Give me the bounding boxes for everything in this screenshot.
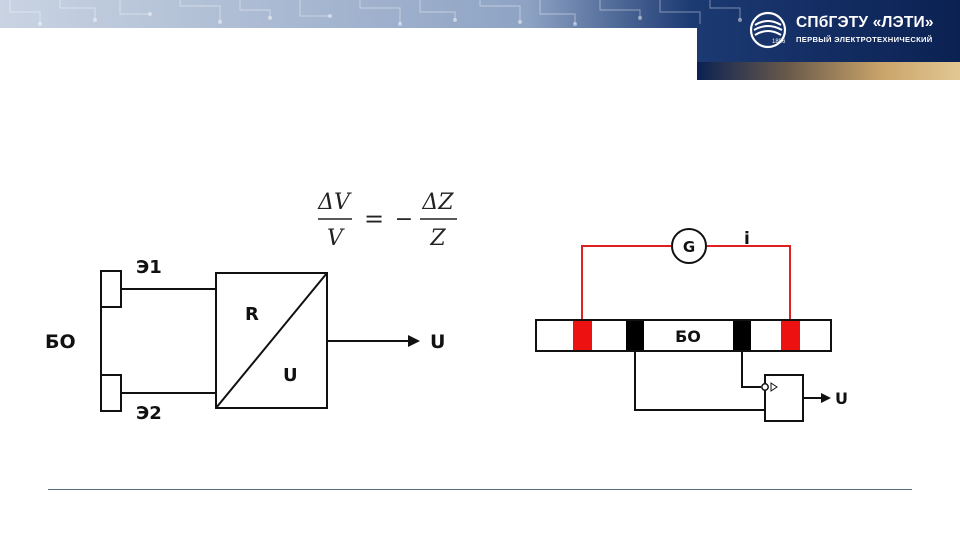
inverting-input-icon: [761, 383, 769, 391]
current-wire-left: [581, 245, 671, 320]
measure-wire-left: [634, 351, 765, 411]
title-card: [0, 28, 697, 80]
electrode-1: [100, 270, 122, 308]
formula-right-denominator: Z: [429, 226, 446, 251]
formula-right-numerator: ΔZ: [421, 190, 454, 215]
header-banner: 1886 СПбГЭТУ «ЛЭТИ» ПЕРВЫЙ ЭЛЕКТРОТЕХНИЧ…: [0, 0, 960, 80]
electrode-1-label: Э1: [136, 257, 162, 278]
output-u-label: U: [430, 331, 445, 353]
converter-r-label: R: [245, 304, 259, 325]
leti-emblem-icon: 1886: [749, 11, 787, 49]
right-tetrapolar-diagram: G i БО U: [535, 228, 848, 422]
generator-icon: [671, 228, 707, 264]
generator-label: G: [683, 238, 695, 256]
formula-equals: =: [364, 205, 384, 233]
bottom-divider: [48, 489, 912, 490]
object-label: БО: [45, 331, 76, 353]
current-wire-right: [707, 245, 791, 320]
amplifier-triangle-icon: [770, 382, 778, 392]
amplifier-output-label: U: [835, 389, 848, 408]
formula-left-denominator: V: [327, 226, 345, 251]
converter-u-label: U: [283, 365, 298, 386]
measure-wire-right: [741, 351, 761, 388]
electrode-2-label: Э2: [136, 403, 162, 424]
logo-year: 1886: [772, 39, 786, 45]
electrode-2: [100, 374, 122, 412]
university-subtitle: ПЕРВЫЙ ЭЛЕКТРОТЕХНИЧЕСКИЙ: [796, 35, 933, 44]
formula: ΔV V = − ΔZ Z: [314, 183, 464, 255]
amplifier-output-arrow-icon: [821, 393, 831, 403]
university-logo: 1886 СПбГЭТУ «ЛЭТИ» ПЕРВЫЙ ЭЛЕКТРОТЕХНИЧ…: [748, 10, 953, 54]
measure-electrode-left: [626, 320, 644, 351]
converter-diagonal: [215, 272, 328, 409]
output-arrow-icon: [408, 335, 420, 347]
formula-left-numerator: ΔV: [317, 190, 352, 215]
measure-electrode-right: [733, 320, 751, 351]
current-electrode-left: [573, 320, 592, 351]
current-label: i: [744, 229, 750, 249]
left-measurement-diagram: БО Э1 Э2 R U U: [45, 257, 445, 424]
university-name: СПбГЭТУ «ЛЭТИ»: [796, 14, 934, 31]
amplifier-box: [764, 374, 804, 422]
current-electrode-right: [781, 320, 800, 351]
formula-minus: −: [395, 207, 413, 232]
object-bar-label: БО: [675, 327, 701, 346]
